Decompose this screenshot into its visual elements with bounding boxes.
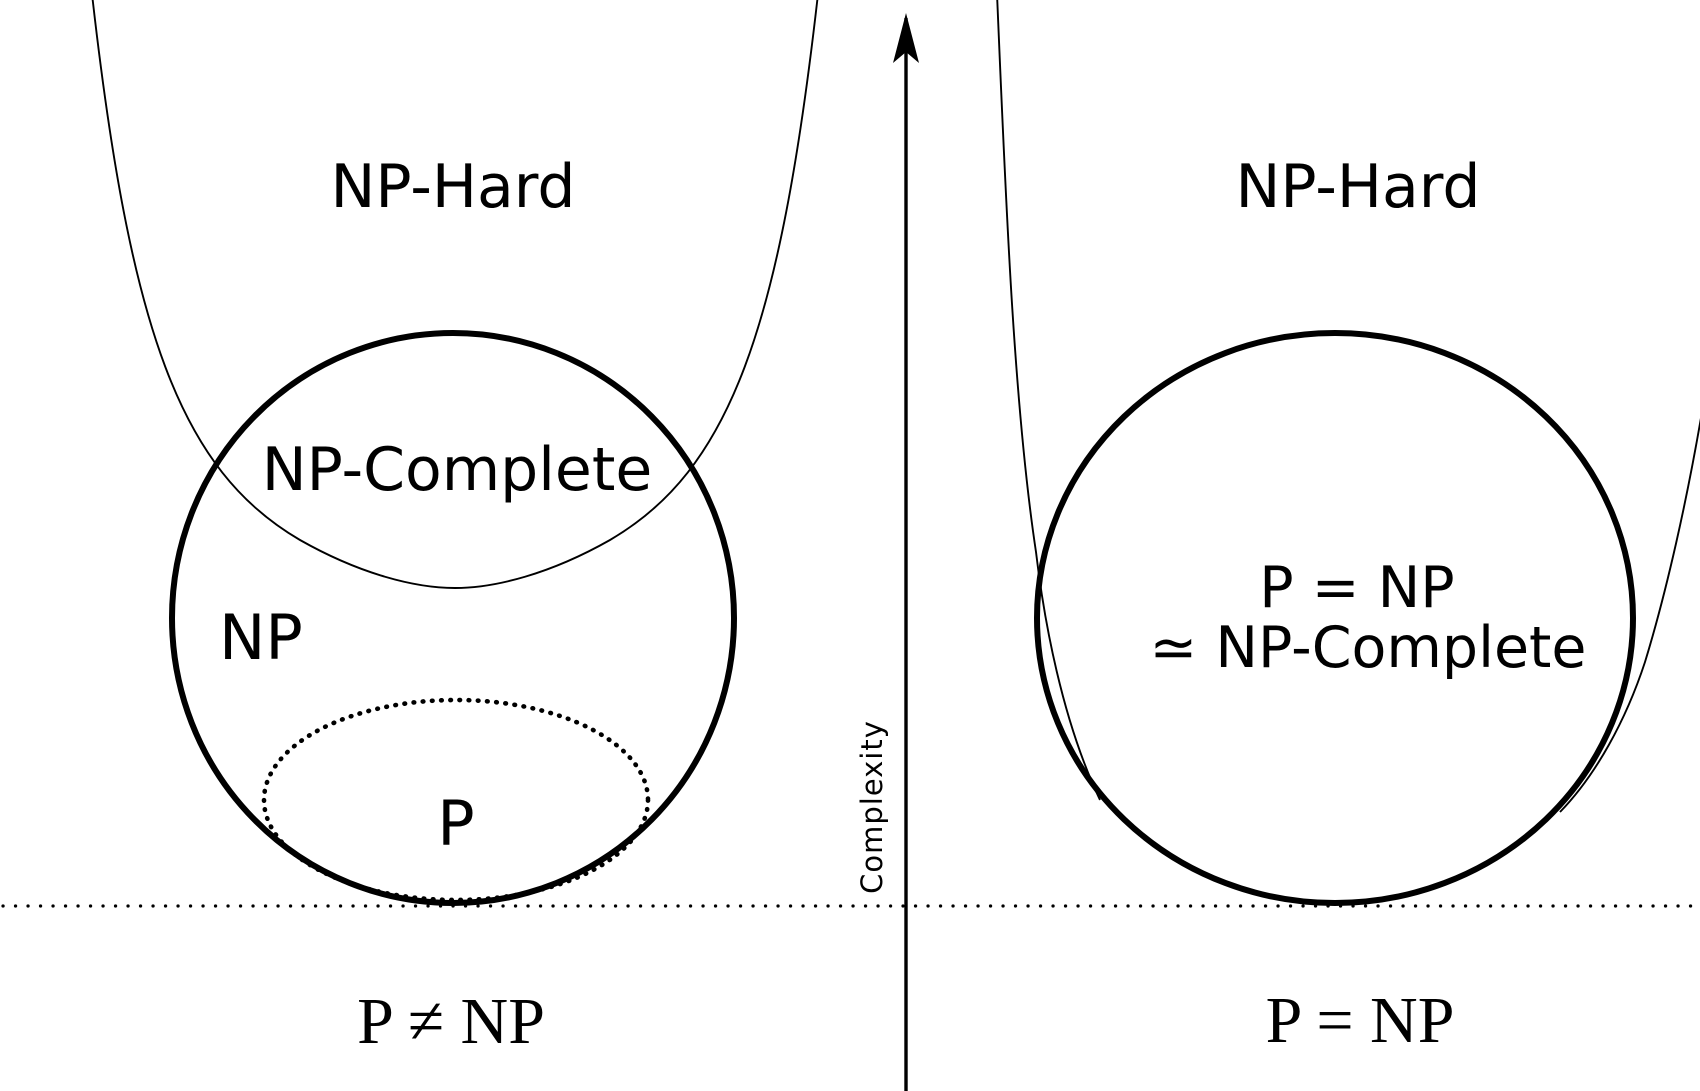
np-hard-boundary-curve-left: [91, 0, 819, 589]
p-set-dotted-ellipse: [261, 697, 651, 903]
np-hard-label-right: NP-Hard: [1236, 152, 1481, 222]
complexity-axis-arrowhead: [893, 13, 919, 63]
p-set-label: P: [437, 787, 474, 860]
right-caption: P = NP: [1266, 984, 1455, 1057]
np-hard-boundary-curve-right-b: [1559, 417, 1700, 813]
np-set-circle: [169, 330, 737, 906]
np-complete-label: NP-Complete: [262, 435, 653, 505]
np-complete-equivalence-label: ≃ NP-Complete: [1150, 615, 1587, 681]
np-hard-label-left: NP-Hard: [331, 152, 576, 222]
np-set-label: NP: [219, 601, 303, 674]
p-np-circle: [1034, 330, 1636, 906]
np-hard-boundary-curve-right-a: [996, 0, 1101, 801]
p-equals-np-label: P = NP: [1259, 555, 1454, 621]
complexity-axis-label: Complexity: [855, 720, 889, 894]
left-caption: P ≠ NP: [357, 985, 545, 1058]
